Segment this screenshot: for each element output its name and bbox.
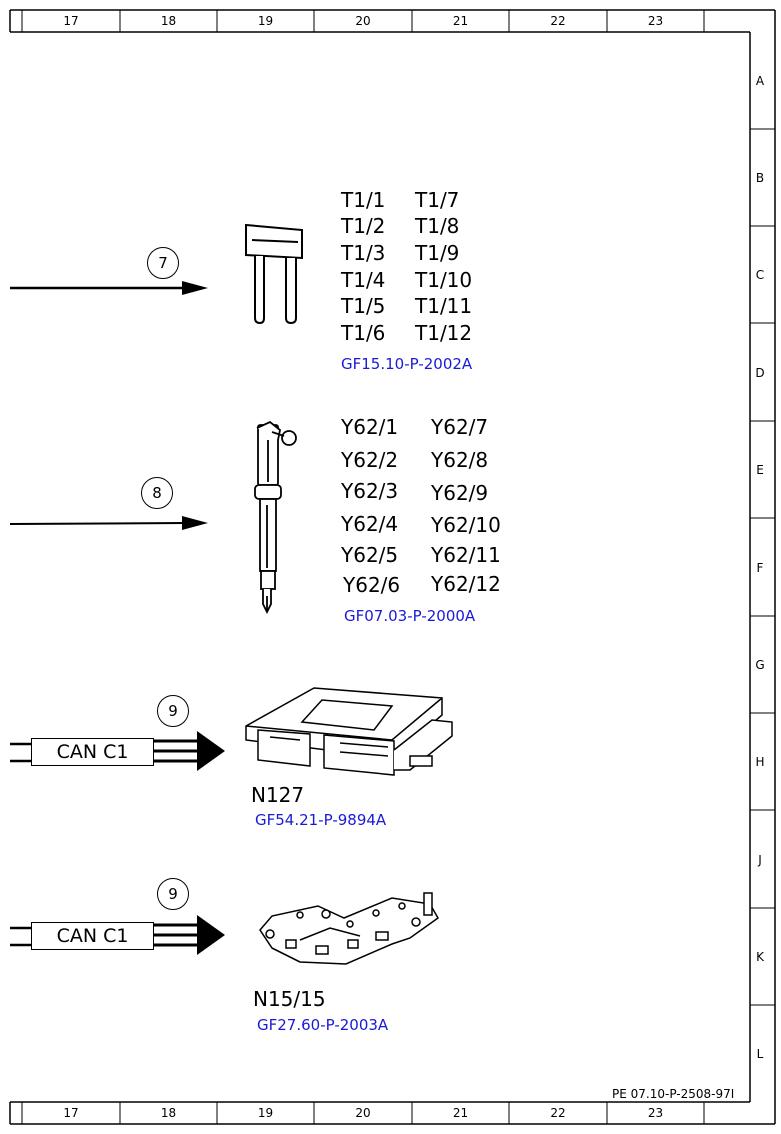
injector-label: Y62/5 <box>341 543 399 567</box>
document-code: PE 07.10-P-2508-97I <box>612 1087 735 1101</box>
pin-label: T1/5 <box>341 294 386 318</box>
callout-8: 8 <box>141 477 173 509</box>
pin-label: T1/4 <box>341 268 386 292</box>
injector-label: Y62/12 <box>431 572 501 596</box>
callout-9-n15-15: 9 <box>157 878 189 910</box>
row-label-j: J <box>758 853 762 867</box>
ref-link-gf27[interactable]: GF27.60-P-2003A <box>257 1016 389 1034</box>
row-label-a: A <box>755 74 765 88</box>
column-label-22-bottom: 22 <box>550 1106 566 1120</box>
pin-label: T1/1 <box>341 188 386 212</box>
column-label-19: 19 <box>257 14 274 28</box>
row-label-k: K <box>756 950 764 964</box>
injector-icon <box>254 420 297 615</box>
arrow-8 <box>9 516 208 530</box>
pin-label: T1/10 <box>415 268 473 292</box>
injector-label: Y62/6 <box>343 573 401 597</box>
row-label-h: H <box>755 755 765 769</box>
row-label-b: B <box>755 171 765 185</box>
ref-link-gf15[interactable]: GF15.10-P-2002A <box>341 355 473 373</box>
injector-label: Y62/11 <box>431 543 501 567</box>
injector-label: Y62/2 <box>341 448 399 472</box>
column-label-17-bottom: 17 <box>63 1106 79 1120</box>
column-label-19-bottom: 19 <box>257 1106 274 1120</box>
column-label-21-bottom: 21 <box>452 1106 469 1120</box>
callout-7: 7 <box>147 247 179 279</box>
component-label-n127: N127 <box>251 783 305 807</box>
pin-label: T1/3 <box>341 241 386 265</box>
pin-label: T1/9 <box>415 241 460 265</box>
column-label-18-bottom: 18 <box>160 1106 177 1120</box>
column-label-17: 17 <box>63 14 79 28</box>
injector-label: Y62/9 <box>431 481 489 505</box>
column-label-23: 23 <box>647 14 664 28</box>
pin-label: T1/11 <box>415 294 473 318</box>
column-grid <box>21 10 705 1124</box>
column-label-18: 18 <box>160 14 177 28</box>
injector-label: Y62/4 <box>341 512 399 536</box>
column-label-20-bottom: 20 <box>355 1106 371 1120</box>
row-label-d: D <box>755 366 765 380</box>
pin-label: T1/2 <box>341 214 386 238</box>
pin-label: T1/7 <box>415 188 460 212</box>
column-label-20: 20 <box>355 14 371 28</box>
pin-label: T1/12 <box>415 321 473 345</box>
injector-label: Y62/7 <box>431 415 489 439</box>
row-label-f: F <box>756 561 764 575</box>
column-label-22: 22 <box>550 14 566 28</box>
can-harness-n127 <box>10 731 225 771</box>
ref-link-gf07[interactable]: GF07.03-P-2000A <box>344 607 476 625</box>
column-label-21: 21 <box>452 14 469 28</box>
callout-9-n127: 9 <box>157 695 189 727</box>
can-c1-label-n127: CAN C1 <box>31 738 154 766</box>
injector-plug-icon <box>245 223 303 325</box>
n15-15-control-plate-icon <box>259 892 439 965</box>
pin-label: T1/6 <box>341 321 386 345</box>
injector-label: Y62/8 <box>431 448 489 472</box>
arrow-7 <box>10 281 208 295</box>
row-label-e: E <box>756 463 764 477</box>
injector-label: Y62/10 <box>431 513 501 537</box>
border-frame <box>9 9 776 1125</box>
pin-label: T1/8 <box>415 214 460 238</box>
row-label-c: C <box>755 268 765 282</box>
ref-link-gf54[interactable]: GF54.21-P-9894A <box>255 811 387 829</box>
row-grid <box>750 128 775 1006</box>
row-label-g: G <box>755 658 765 672</box>
n127-control-unit-icon <box>245 687 453 776</box>
column-label-23-bottom: 23 <box>647 1106 664 1120</box>
injector-label: Y62/1 <box>341 415 399 439</box>
component-label-n15-15: N15/15 <box>253 987 326 1011</box>
row-label-l: L <box>756 1047 764 1061</box>
can-c1-label-n15-15: CAN C1 <box>31 922 154 950</box>
can-harness-n15-15 <box>10 915 225 955</box>
injector-label: Y62/3 <box>341 479 399 503</box>
